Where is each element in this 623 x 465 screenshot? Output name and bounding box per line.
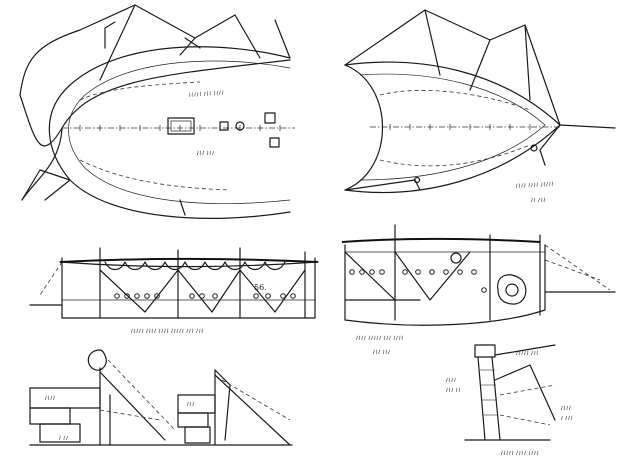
svg-text:⌇⌇⌇⌇: ⌇⌇⌇⌇ (560, 405, 571, 412)
svg-text:⌇⌇⌇ ⌇⌇⌇: ⌇⌇⌇ ⌇⌇⌇ (372, 349, 390, 356)
svg-text:⌇⌇⌇⌇ ⌇⌇⌇⌇⌇ ⌇⌇⌇ ⌇⌇⌇⌇: ⌇⌇⌇⌇ ⌇⌇⌇⌇⌇ ⌇⌇⌇ ⌇⌇⌇⌇ (355, 335, 404, 342)
hawse-ring (497, 274, 527, 305)
stern-plan-view: ⌇⌇⌇⌇⌇ ⌇⌇⌇ ⌇⌇⌇⌇ ⌇⌇⌇ ⌇⌇⌇ (19, 4, 295, 219)
stern-portholes (114, 293, 296, 299)
bow-plan-view: ⌇⌇⌇⌇ ⌇⌇⌇⌇ ⌇⌇⌇⌇⌇ ⌇⌇ ⌇⌇⌇ (344, 9, 616, 204)
svg-text:⌇⌇⌇⌇⌇ ⌇⌇⌇⌇ ⌇⌇⌇⌇ ⌇⌇⌇⌇⌇ ⌇⌇⌇ ⌇⌇⌇: ⌇⌇⌇⌇⌇ ⌇⌇⌇⌇ ⌇⌇⌇⌇ ⌇⌇⌇⌇⌇ ⌇⌇⌇ ⌇⌇⌇ (130, 328, 204, 335)
svg-text:⌇⌇ ⌇⌇⌇: ⌇⌇ ⌇⌇⌇ (530, 197, 545, 204)
bow-centerline-ticks (389, 124, 531, 130)
svg-text:⌇ ⌇⌇⌇: ⌇ ⌇⌇⌇ (560, 415, 573, 422)
deck-vent (264, 112, 276, 124)
mast-partner (235, 121, 245, 131)
bow-portholes (349, 269, 487, 293)
svg-text:⌇⌇⌇⌇: ⌇⌇⌇⌇ (44, 395, 55, 402)
svg-text:⌇⌇⌇⌇: ⌇⌇⌇⌇ (445, 377, 456, 384)
svg-text:⌇⌇⌇⌇⌇ ⌇⌇⌇⌇ ⌇⌇⌇⌇: ⌇⌇⌇⌇⌇ ⌇⌇⌇⌇ ⌇⌇⌇⌇ (500, 450, 539, 457)
svg-text:⌇⌇⌇⌇⌇ ⌇⌇⌇ ⌇⌇⌇⌇: ⌇⌇⌇⌇⌇ ⌇⌇⌇ ⌇⌇⌇⌇ (188, 89, 224, 98)
sheet-number: 56. (254, 283, 267, 292)
section-detail-bow: ⌇⌇⌇⌇⌇ ⌇⌇⌇ ⌇⌇⌇⌇ ⌇⌇⌇ ⌇⌇ ⌇⌇⌇⌇⌇ ⌇⌇⌇⌇ ⌇⌇⌇⌇ ⌇⌇… (445, 344, 573, 457)
bow-side-elevation: ⌇⌇⌇⌇ ⌇⌇⌇⌇⌇ ⌇⌇⌇ ⌇⌇⌇⌇ ⌇⌇⌇ ⌇⌇⌇ (341, 224, 616, 356)
section-detail-2: ⌇⌇⌇ (169, 369, 293, 446)
svg-text:⌇⌇⌇ ⌇⌇: ⌇⌇⌇ ⌇⌇ (445, 387, 460, 394)
stern-side-elevation: 56. ⌇⌇⌇⌇⌇ ⌇⌇⌇⌇ ⌇⌇⌇⌇ ⌇⌇⌇⌇⌇ ⌇⌇⌇ ⌇⌇⌇ (29, 247, 319, 335)
deck-hatch (167, 117, 195, 135)
deck-skylight (219, 121, 229, 131)
deck-vent-2 (269, 137, 280, 148)
svg-text:⌇⌇⌇⌇⌇ ⌇⌇⌇: ⌇⌇⌇⌇⌇ ⌇⌇⌇ (515, 350, 539, 357)
svg-text:⌇ ⌇⌇: ⌇ ⌇⌇ (58, 435, 68, 442)
svg-text:⌇⌇⌇ ⌇⌇⌇: ⌇⌇⌇ ⌇⌇⌇ (196, 150, 214, 157)
section-detail-1: ⌇⌇⌇⌇ ⌇ ⌇⌇ (29, 349, 176, 446)
svg-text:⌇⌇⌇⌇ ⌇⌇⌇⌇ ⌇⌇⌇⌇⌇: ⌇⌇⌇⌇ ⌇⌇⌇⌇ ⌇⌇⌇⌇⌇ (515, 181, 554, 190)
centerline-ticks (79, 125, 281, 131)
svg-text:⌇⌇⌇: ⌇⌇⌇ (186, 401, 194, 408)
